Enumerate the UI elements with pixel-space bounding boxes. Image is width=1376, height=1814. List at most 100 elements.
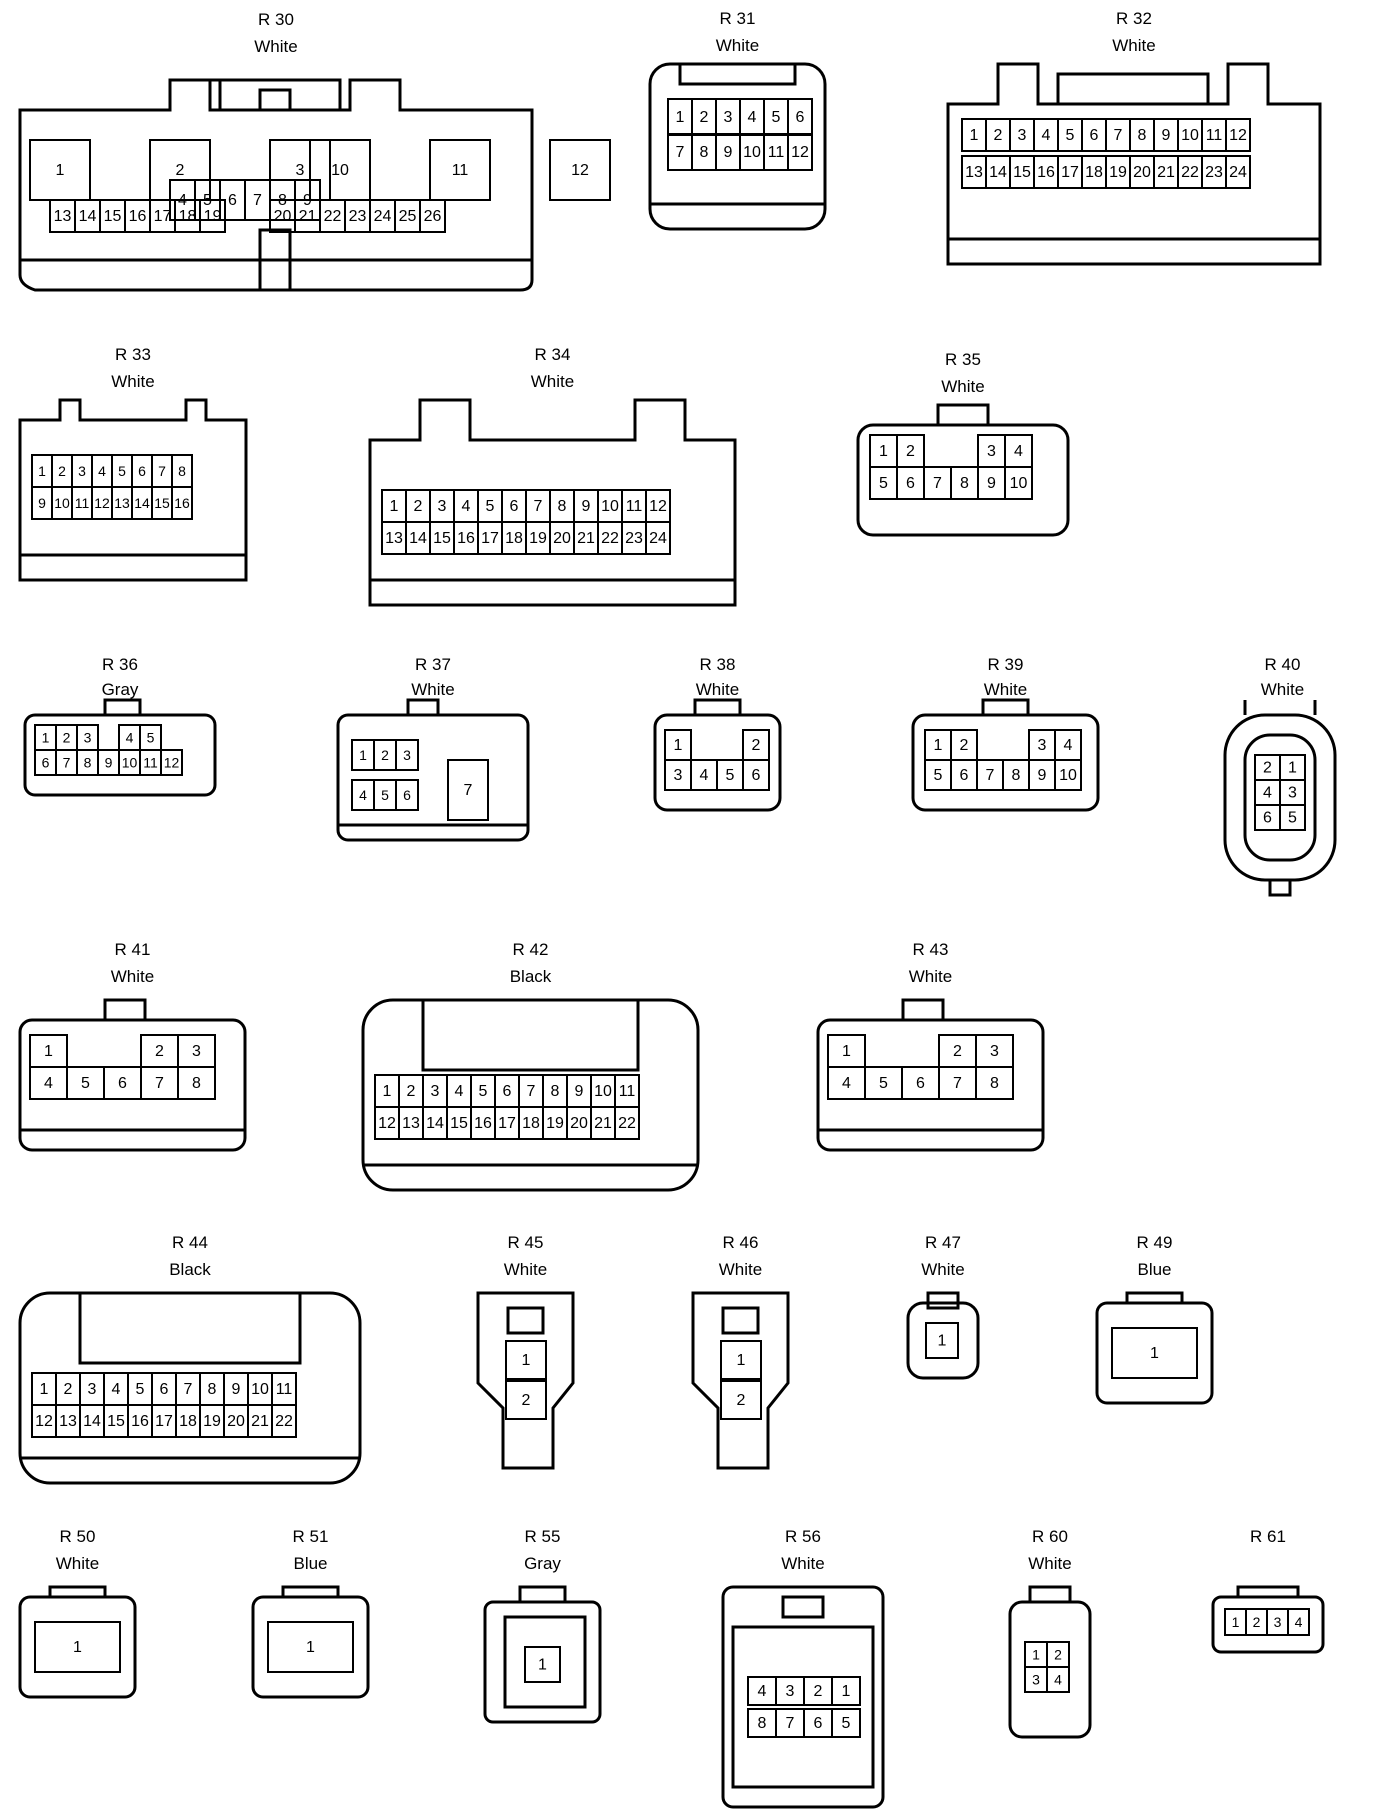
pin-number: 3: [1274, 1614, 1282, 1630]
connector-color: Gray: [524, 1554, 561, 1573]
pin-number: 4: [1064, 737, 1073, 754]
pin-number: 21: [594, 1115, 612, 1132]
connector-outline: [18, 1291, 362, 1485]
connector-id: R 49: [1136, 1233, 1173, 1252]
pin-number: 12: [378, 1115, 396, 1132]
connector-outline: [18, 1585, 137, 1699]
pin-number: 3: [1038, 737, 1047, 754]
connector-outline: [483, 1585, 602, 1724]
pin-number: 5: [486, 498, 495, 515]
pin-number: 1: [44, 1043, 53, 1060]
connector-outline: [336, 698, 530, 842]
pin-number: 13: [114, 495, 130, 511]
pin-number: 6: [814, 1715, 823, 1732]
pin-cell: [831, 1676, 861, 1706]
pin-number: 2: [64, 1381, 73, 1398]
pin-number: 6: [160, 1381, 169, 1398]
pin-number: 7: [253, 192, 262, 209]
connector-outline: [816, 998, 1045, 1152]
connector-color: White: [254, 37, 298, 56]
connector-color: White: [941, 377, 985, 396]
pin-cell: [645, 521, 671, 555]
pin-number: 3: [84, 730, 92, 746]
pin-number: 4: [1054, 1672, 1062, 1688]
connector-id: R 30: [258, 10, 294, 29]
pin-number: 8: [990, 1075, 999, 1092]
pin-number: 3: [1032, 1672, 1040, 1688]
pin-number: 8: [960, 475, 969, 492]
connector-color: Black: [509, 967, 552, 986]
connector-id: R 37: [415, 655, 451, 674]
pin-number: 16: [131, 1413, 149, 1430]
pin-cell: [1279, 804, 1306, 831]
connector-color: White: [718, 1260, 763, 1279]
pin-number: 3: [990, 1043, 999, 1060]
pin-number: 19: [204, 208, 222, 225]
connector-color: White: [715, 36, 760, 55]
pin-number: 3: [78, 463, 86, 479]
pin-number: 7: [1114, 127, 1123, 144]
pin-number: 3: [431, 1083, 440, 1100]
pin-number: 5: [842, 1715, 851, 1732]
pin-number: 2: [1253, 1614, 1261, 1630]
connector-color: White: [411, 680, 455, 699]
pin-number: 1: [73, 1639, 82, 1656]
pin-number: 7: [158, 463, 166, 479]
pin-number: 15: [450, 1115, 468, 1132]
pin-number: 16: [474, 1115, 492, 1132]
pin-number: 17: [498, 1115, 516, 1132]
pin-number: 2: [63, 730, 71, 746]
pin-number: 2: [700, 109, 709, 126]
pin-cell: [395, 779, 419, 811]
pin-cell: [171, 486, 193, 520]
pin-number: 13: [59, 1413, 77, 1430]
connector-id: R 33: [115, 345, 151, 364]
connector-id: R 35: [945, 350, 981, 369]
pin-cell: [787, 133, 813, 171]
connector-color: White: [503, 1260, 548, 1279]
pin-cell: [447, 759, 489, 821]
connector-color: White: [695, 680, 740, 699]
pin-number: 7: [63, 755, 71, 771]
pin-number: 3: [724, 109, 733, 126]
pin-cell: [1225, 155, 1251, 189]
pin-number: 2: [407, 1083, 416, 1100]
pin-number: 15: [154, 495, 170, 511]
pin-number: 12: [164, 755, 180, 771]
connector-id: R 34: [534, 345, 571, 364]
pin-number: 4: [126, 730, 134, 746]
pin-number: 5: [136, 1381, 145, 1398]
pin-number: 13: [402, 1115, 420, 1132]
pin-number: 5: [147, 730, 155, 746]
pin-number: 11: [452, 162, 469, 179]
pin-number: 7: [155, 1075, 164, 1092]
pin-number: 12: [791, 144, 809, 161]
pin-number: 2: [953, 1043, 962, 1060]
connector-outline: [251, 1585, 370, 1699]
pin-number: 7: [464, 782, 473, 799]
connector-outline: [856, 403, 1070, 537]
connector-color: Blue: [1137, 1260, 1172, 1279]
pin-number: 1: [538, 1657, 547, 1674]
pin-number: 8: [178, 463, 186, 479]
pin-number: 4: [98, 463, 106, 479]
pin-number: 2: [58, 463, 66, 479]
pin-number: 10: [601, 498, 619, 515]
connector-outline: [906, 1291, 980, 1380]
connector-color: White: [55, 1554, 100, 1573]
pin-number: 6: [960, 767, 969, 784]
pin-number: 3: [438, 498, 447, 515]
pin-number: 1: [970, 127, 979, 144]
connector-id: R 46: [722, 1233, 759, 1252]
